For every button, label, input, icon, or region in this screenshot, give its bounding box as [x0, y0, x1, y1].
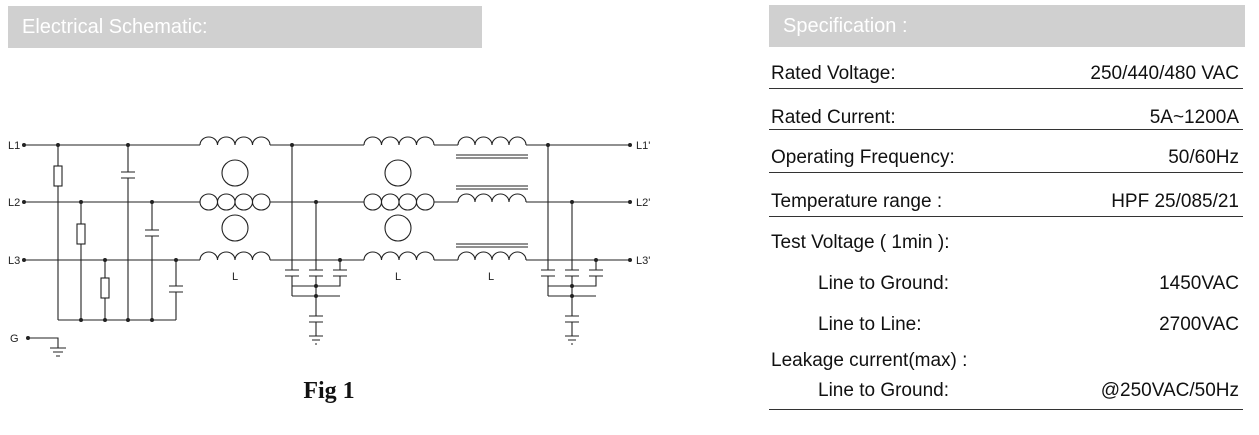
spec-label: Operating Frequency: [771, 147, 955, 168]
spec-label: Line to Line: [818, 314, 922, 335]
spec-label: Test Voltage ( 1min ): [771, 232, 950, 253]
electrical-schematic: L1 L2 L3 G L1' L2' L3' L L L [8, 136, 650, 357]
spec-label: Line to Ground: [818, 380, 949, 401]
terminal-label-in: L3 [8, 255, 20, 267]
spec-row: Line to Ground: @250VAC/50Hz [769, 380, 1243, 404]
spec-divider [769, 88, 1243, 89]
spec-row: Rated Voltage: 250/440/480 VAC [769, 63, 1243, 87]
inductor-label: L [395, 271, 401, 283]
figure-caption: Fig 1 [303, 378, 355, 404]
spec-label: Rated Voltage: [771, 63, 896, 84]
spec-label: Rated Current: [771, 107, 896, 128]
spec-row: Test Voltage ( 1min ): [769, 232, 1243, 256]
schematic-header: Electrical Schematic: [8, 6, 482, 48]
spec-divider [769, 216, 1243, 217]
spec-row: Temperature range : HPF 25/085/21 [769, 191, 1243, 215]
spec-value: 5A~1200A [1149, 107, 1239, 128]
spec-label: Line to Ground: [818, 273, 949, 294]
terminal-label-in: G [10, 333, 19, 345]
spec-value: HPF 25/085/21 [1111, 191, 1239, 212]
spec-value: 1450VAC [1159, 273, 1239, 294]
spec-row: Rated Current: 5A~1200A [769, 107, 1243, 131]
spec-divider [769, 129, 1243, 130]
inductor-label: L [232, 271, 238, 283]
spec-value: 50/60Hz [1168, 147, 1239, 168]
spec-label: Leakage current(max) : [771, 350, 968, 371]
inductor-label: L [488, 271, 494, 283]
terminal-label-in: L2 [8, 197, 20, 209]
spec-divider [769, 172, 1243, 173]
spec-row: Leakage current(max) : [769, 350, 1243, 374]
terminal-label-out: L3' [636, 255, 650, 267]
specification-header: Specification : [769, 5, 1245, 47]
terminal-label-out: L2' [636, 197, 650, 209]
spec-value: @250VAC/50Hz [1100, 380, 1239, 401]
terminal-label-in: L1 [8, 140, 20, 152]
spec-value: 2700VAC [1159, 314, 1239, 335]
spec-row: Operating Frequency: 50/60Hz [769, 147, 1243, 171]
spec-label: Temperature range : [771, 191, 943, 212]
terminal-label-out: L1' [636, 140, 650, 152]
spec-row: Line to Ground: 1450VAC [769, 273, 1243, 297]
spec-value: 250/440/480 VAC [1090, 63, 1239, 84]
spec-divider [769, 409, 1243, 410]
spec-row: Line to Line: 2700VAC [769, 314, 1243, 338]
